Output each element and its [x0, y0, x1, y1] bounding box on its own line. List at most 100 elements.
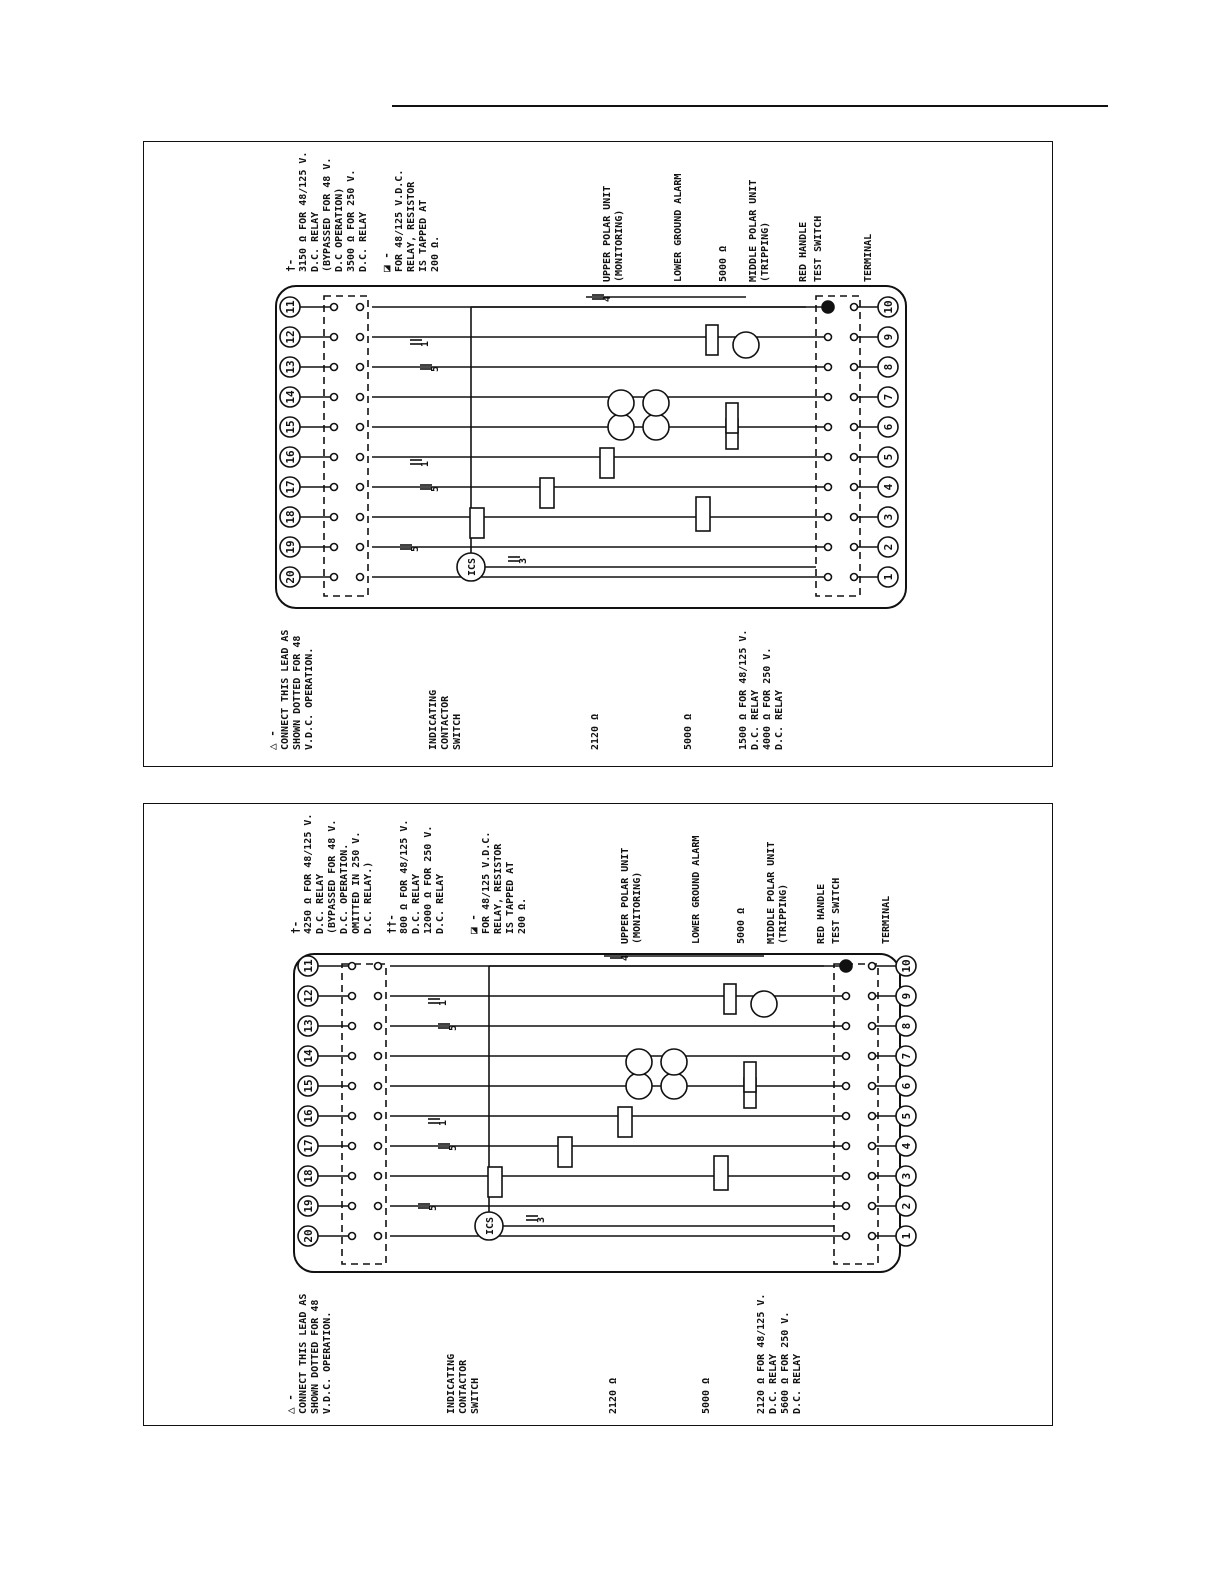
bottom-stud-a-16: [347, 1111, 357, 1121]
bottom-terminal-1-label: 1: [900, 1232, 913, 1239]
top-stud-a-12: [329, 332, 339, 342]
bottom-stud-b-14: [373, 1051, 383, 1061]
bottom-note-ddagger-text-line-2: 12000 Ω FOR 250 V.: [423, 826, 434, 934]
top-stud-b-18: [355, 512, 365, 522]
top-note-triangle-text-line-2: V.D.C. OPERATION.: [304, 648, 315, 750]
bottom-resistor-chain-1: [557, 1136, 573, 1168]
bottom-upper-terminal-block: [341, 963, 387, 1265]
top-callout-2120-line-0: 2120 Ω: [590, 714, 601, 750]
bottom-red-handle: [839, 959, 853, 973]
bottom-terminal-5-label: 5: [900, 1113, 913, 1120]
top-stud-c-4: [823, 482, 833, 492]
top-stud-d-1: [849, 572, 859, 582]
bottom-note-dagger-text-line-2: (BYPASSED FOR 48 V.: [327, 820, 338, 934]
bottom-terminal-4-label: 4: [900, 1142, 913, 1149]
top-terminal-11-label: 11: [284, 300, 297, 314]
bottom-resistor-chain-0: [487, 1166, 503, 1198]
top-stud-a-20: [329, 572, 339, 582]
bottom-terminal-18-label: 18: [302, 1169, 315, 1182]
bottom-callout-upper-line-0: UPPER POLAR UNIT: [620, 848, 631, 944]
bottom-stud-c-8: [841, 1021, 851, 1031]
top-note-dagger: †-: [284, 259, 297, 272]
bottom-stud-d-4: [867, 1141, 877, 1151]
bottom-stud-c-7: [841, 1051, 851, 1061]
bottom-callout-ics-line-2: SWITCH: [470, 1378, 481, 1414]
bottom-stud-b-15: [373, 1081, 383, 1091]
bottom-callout-handle-line-0: RED HANDLE: [816, 884, 827, 944]
top-terminal-16-label: 16: [284, 450, 297, 464]
top-stud-a-17: [329, 482, 339, 492]
bottom-callout-5000b-line-0: 5000 Ω: [701, 1378, 712, 1414]
top-stud-a-13: [329, 362, 339, 372]
bottom-stud-a-12: [347, 991, 357, 1001]
bottom-lower-terminal-block: [833, 963, 879, 1265]
top-stud-a-19: [329, 542, 339, 552]
bottom-note-square-text-line-1: RELAY, RESISTOR: [493, 843, 504, 934]
bottom-stud-c-5: [841, 1111, 851, 1121]
top-note-dagger-text-line-5: D.C. RELAY: [358, 212, 369, 272]
bottom-terminal-15-label: 15: [302, 1079, 315, 1092]
top-note-square-text-line-0: FOR 48/125 V.D.C.: [394, 170, 405, 272]
bottom-middle-polar-unit: [750, 990, 778, 1018]
top-stud-d-7: [849, 392, 859, 402]
bottom-stud-d-3: [867, 1171, 877, 1181]
top-note-dagger-text-line-0: 3150 Ω FOR 48/125 V.: [298, 152, 309, 272]
bottom-callout-upper-line-1: (MONITORING): [632, 872, 643, 944]
top-stud-c-2: [823, 542, 833, 552]
top-stud-b-17: [355, 482, 365, 492]
top-terminal-15-label: 15: [284, 420, 297, 433]
bottom-callout-ics-line-1: CONTACTOR: [458, 1359, 469, 1414]
top-stud-b-16: [355, 452, 365, 462]
bottom-cap-ics-value: 3: [536, 1217, 547, 1223]
bottom-note-dagger-text-line-5: D.C. RELAY.): [363, 862, 374, 934]
bottom-stud-a-20: [347, 1231, 357, 1241]
top-stud-c-3: [823, 512, 833, 522]
top-stud-a-18: [329, 512, 339, 522]
top-stud-b-12: [355, 332, 365, 342]
top-stud-b-19: [355, 542, 365, 552]
top-stud-b-14: [355, 392, 365, 402]
top-stud-c-6: [823, 422, 833, 432]
top-stud-a-16: [329, 452, 339, 462]
top-upper-polar-unit: [607, 413, 635, 441]
bottom-terminal-13-label: 13: [302, 1019, 315, 1032]
top-terminal-19-label: 19: [284, 540, 297, 553]
top-terminal-20-label: 20: [284, 570, 297, 583]
top-stud-d-5: [849, 452, 859, 462]
top-terminal-8-label: 8: [882, 364, 895, 371]
bottom-resistor-chain-2: [617, 1106, 633, 1138]
bottom-stud-d-2: [867, 1201, 877, 1211]
top-callout-upper-line-1: (MONITORING): [614, 210, 625, 282]
bottom-note-ddagger-text-line-1: D.C. RELAY: [411, 874, 422, 934]
top-resistor-chain-1: [539, 477, 555, 509]
top-callout-5000b-line-0: 5000 Ω: [683, 714, 694, 750]
top-upper-polar-unit-b: [607, 389, 635, 417]
bottom-stud-d-6: [867, 1081, 877, 1091]
bottom-callout-middle-line-1: (TRIPPING): [778, 884, 789, 944]
bottom-lower-polar-unit-b: [660, 1048, 688, 1076]
top-note-square-text-line-2: IS TAPPED AT: [418, 200, 429, 272]
top-terminal-12-label: 12: [284, 330, 297, 343]
top-terminal-9-label: 9: [882, 334, 895, 341]
top-note-triangle: △ -: [266, 730, 279, 750]
top-stud-d-9: [849, 332, 859, 342]
bottom-note-dagger: †-: [289, 921, 302, 934]
bottom-callout-5000-line-0: 5000 Ω: [736, 908, 747, 944]
top-stud-b-15: [355, 422, 365, 432]
top-terminal-13-label: 13: [284, 360, 297, 373]
top-resistor-chain-0: [469, 507, 485, 539]
top-lower-terminal-block: [815, 295, 861, 597]
bottom-note-triangle-text-line-1: SHOWN DOTTED FOR 48: [310, 1300, 321, 1414]
bottom-ics-label: ICS: [485, 1217, 496, 1235]
top-note-square-text-line-1: RELAY, RESISTOR: [406, 181, 417, 272]
top-callout-lower-line-0: LOWER GROUND ALARM: [673, 174, 684, 282]
top-callout-upper-line-0: UPPER POLAR UNIT: [602, 186, 613, 282]
bottom-stud-d-8: [867, 1021, 877, 1031]
top-cap-4-value: 4: [602, 296, 613, 302]
top-callout-middle-line-0: MIDDLE POLAR UNIT: [748, 180, 759, 282]
bottom-resistor-upper: [723, 983, 737, 1015]
bottom-stud-d-10: [867, 961, 877, 971]
bottom-stud-a-13: [347, 1021, 357, 1031]
bottom-callout-lower-line-0: LOWER GROUND ALARM: [691, 836, 702, 944]
